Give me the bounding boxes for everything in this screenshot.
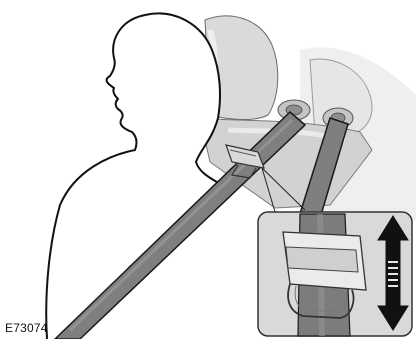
figure-label: E73074 — [5, 321, 48, 335]
guide-detail-inset — [258, 212, 412, 336]
